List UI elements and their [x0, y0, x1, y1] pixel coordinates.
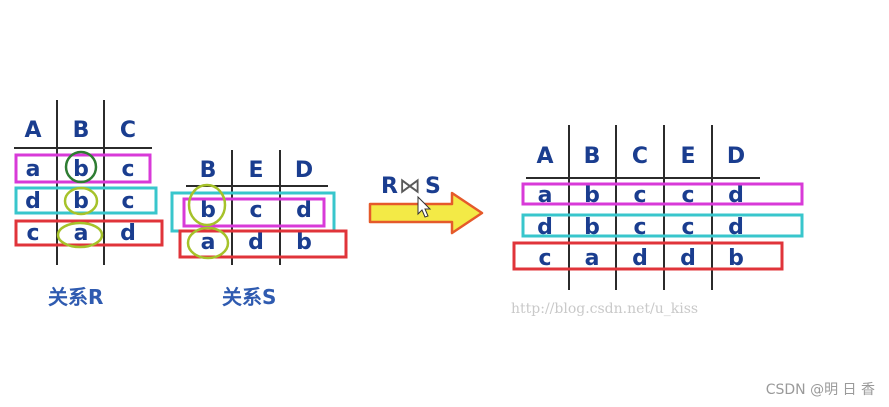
row-highlight-magenta	[521, 182, 804, 206]
table-cell: b	[200, 198, 216, 223]
header-cell-e: E	[248, 158, 263, 183]
table-cell: a	[538, 183, 553, 208]
join-value-circle	[64, 150, 98, 184]
table-cell: c	[121, 189, 134, 214]
table-cell: a	[585, 246, 600, 271]
row-highlight-cyan	[521, 213, 804, 238]
table-cell: b	[296, 230, 312, 255]
mouse-cursor-icon	[417, 195, 432, 218]
header-cell-c: C	[632, 144, 648, 169]
table-cell: c	[633, 183, 646, 208]
table-cell: b	[584, 183, 600, 208]
join-value-circle	[63, 186, 99, 216]
table-cell: d	[537, 215, 553, 240]
bowtie-symbol: ⋈	[399, 174, 421, 199]
join-operator: R ⋈ S	[368, 174, 484, 235]
table-cell: a	[74, 221, 89, 246]
header-cell-b: B	[73, 118, 90, 143]
header-cell-a: A	[24, 118, 41, 143]
header-cell-a: A	[536, 144, 553, 169]
table-cell: d	[728, 215, 744, 240]
row-highlight-red	[512, 241, 784, 271]
table-cell: a	[201, 230, 216, 255]
watermark: http://blog.csdn.net/u_kiss	[511, 301, 698, 317]
operator-left-operand: R	[381, 174, 398, 199]
table-cell: b	[73, 157, 89, 182]
table-cell: c	[121, 157, 134, 182]
table-cell: c	[681, 215, 694, 240]
relation-r-caption: 关系R	[48, 285, 103, 309]
table-cell: c	[681, 183, 694, 208]
row-highlight-red	[178, 229, 348, 259]
table-cell: d	[25, 189, 41, 214]
table-cell: d	[296, 198, 312, 223]
operator-right-operand: S	[425, 174, 441, 199]
relation-s-table: B E D b c d a d b 关系S	[170, 150, 348, 309]
join-result-table: A B C E D a b c c d d b c c d c a d d b	[512, 125, 804, 290]
header-cell-e: E	[680, 144, 695, 169]
row-highlight-magenta	[182, 197, 326, 228]
relation-r-table: A B C a b c d b c c a d 关系R	[14, 100, 164, 309]
join-value-circle	[186, 226, 230, 260]
table-cell: a	[26, 157, 41, 182]
header-cell-c: C	[120, 118, 136, 143]
table-cell: d	[632, 246, 648, 271]
table-cell: b	[728, 246, 744, 271]
header-cell-b: B	[200, 158, 217, 183]
table-cell: c	[249, 198, 262, 223]
table-cell: c	[26, 221, 39, 246]
table-cell: b	[73, 189, 89, 214]
table-cell: d	[728, 183, 744, 208]
header-cell-d: D	[295, 158, 313, 183]
join-value-circle	[187, 183, 227, 227]
table-cell: c	[538, 246, 551, 271]
table-cell: d	[120, 221, 136, 246]
relation-s-caption: 关系S	[222, 285, 276, 309]
header-cell-b: B	[584, 144, 601, 169]
join-value-circle	[56, 221, 104, 249]
table-cell: b	[584, 215, 600, 240]
header-cell-d: D	[727, 144, 745, 169]
table-cell: d	[248, 230, 264, 255]
table-cell: c	[633, 215, 646, 240]
credit-label: CSDN @明 日 香	[765, 382, 875, 398]
table-cell: d	[680, 246, 696, 271]
